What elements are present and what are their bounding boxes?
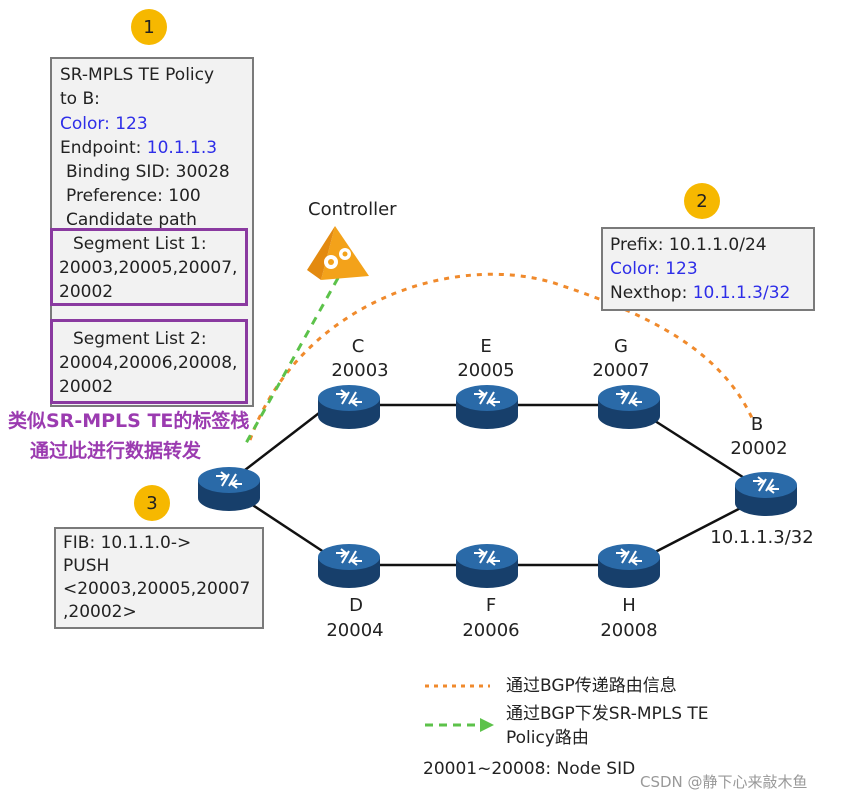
- policy-endpoint: Endpoint: 10.1.1.3: [60, 136, 217, 160]
- node-E-sid: 20005: [457, 360, 515, 381]
- fib-line2: PUSH: [63, 556, 110, 576]
- annotation-line2: 通过此进行数据转发: [30, 440, 202, 462]
- controller-label: Controller: [308, 199, 397, 220]
- policy-title-line1: SR-MPLS TE Policy: [60, 65, 215, 85]
- watermark: CSDN @静下心来敲木鱼: [640, 773, 808, 791]
- step-badge-2: 2: [684, 183, 720, 219]
- node-H-sid: 20008: [600, 620, 658, 641]
- legend-green-arrow: [480, 718, 494, 732]
- bgp-route-arc: [248, 272, 754, 441]
- node-B-ip: 10.1.1.3/32: [710, 527, 814, 548]
- router-A-icon: [198, 467, 260, 511]
- policy-title-line2: to B:: [60, 89, 100, 109]
- step-badge-3: 3: [134, 485, 170, 521]
- router-C-icon: [318, 385, 380, 429]
- node-D-sid: 20004: [326, 620, 384, 641]
- node-C-sid: 20003: [331, 360, 389, 381]
- route-prefix: Prefix: 10.1.1.0/24: [610, 235, 767, 255]
- node-G-sid: 20007: [592, 360, 650, 381]
- node-B-name: B: [750, 414, 764, 435]
- link-A-D: [244, 498, 337, 562]
- node-F-sid: 20006: [462, 620, 520, 641]
- nexthop-value: 10.1.1.3/32: [692, 283, 791, 303]
- policy-color: Color: 123: [60, 114, 148, 134]
- nexthop-label: Nexthop:: [610, 283, 693, 303]
- segment-list-2-title: Segment List 2:: [73, 329, 207, 349]
- segment-list-1-box: Segment List 1: 20003,20005,20007, 20002: [50, 228, 248, 306]
- node-G-name: G: [614, 336, 628, 357]
- legend-green-text-line2: Policy路由: [506, 728, 589, 748]
- segment-list-1-end: 20002: [59, 282, 114, 302]
- segment-list-1-title: Segment List 1:: [73, 234, 207, 254]
- legend-orange-text: 通过BGP传递路由信息: [506, 676, 677, 696]
- annotation-line1: 类似SR-MPLS TE的标签栈: [8, 410, 250, 432]
- segment-list-2-end: 20002: [59, 377, 114, 397]
- router-D-icon: [318, 544, 380, 588]
- router-H-icon: [598, 544, 660, 588]
- controller-policy-line: [243, 277, 340, 446]
- endpoint-label: Endpoint:: [60, 138, 147, 158]
- fib-box: FIB: 10.1.1.0-> PUSH <20003,20005,20007 …: [54, 527, 264, 629]
- node-E-name: E: [480, 336, 492, 357]
- legend-green-text-line1: 通过BGP下发SR-MPLS TE: [506, 704, 709, 724]
- fib-line4: ,20002>: [63, 602, 137, 622]
- segment-list-1-sids: 20003,20005,20007,: [59, 258, 238, 278]
- router-F-icon: [456, 544, 518, 588]
- policy-preference: Preference: 100: [66, 186, 201, 206]
- segment-list-2-box: Segment List 2: 20004,20006,20008, 20002: [50, 319, 248, 404]
- router-B-icon: [735, 472, 797, 516]
- policy-binding-sid: Binding SID: 30028: [66, 162, 230, 182]
- router-E-icon: [456, 385, 518, 429]
- route-color: Color: 123: [610, 259, 698, 279]
- policy-box: SR-MPLS TE Policy to B: Color: 123 Endpo…: [50, 57, 254, 407]
- fib-line1: FIB: 10.1.1.0->: [63, 533, 192, 553]
- step-badge-1: 1: [131, 9, 167, 45]
- node-C-name: C: [351, 336, 365, 357]
- route-nexthop: Nexthop: 10.1.1.3/32: [610, 281, 790, 305]
- controller-icon: [307, 226, 369, 280]
- policy-candidate-path: Candidate path: [66, 210, 197, 230]
- router-G-icon: [598, 385, 660, 429]
- node-D-name: D: [349, 595, 363, 616]
- fib-line3: <20003,20005,20007: [63, 579, 251, 599]
- segment-list-2-sids: 20004,20006,20008,: [59, 353, 238, 373]
- endpoint-value: 10.1.1.3: [146, 138, 218, 158]
- bgp-route-box: Prefix: 10.1.1.0/24 Color: 123 Nexthop: …: [601, 227, 815, 311]
- legend-sid-range: 20001~20008: Node SID: [423, 759, 636, 779]
- node-B-sid: 20002: [730, 438, 788, 459]
- node-F-name: F: [485, 595, 497, 616]
- node-H-name: H: [622, 595, 636, 616]
